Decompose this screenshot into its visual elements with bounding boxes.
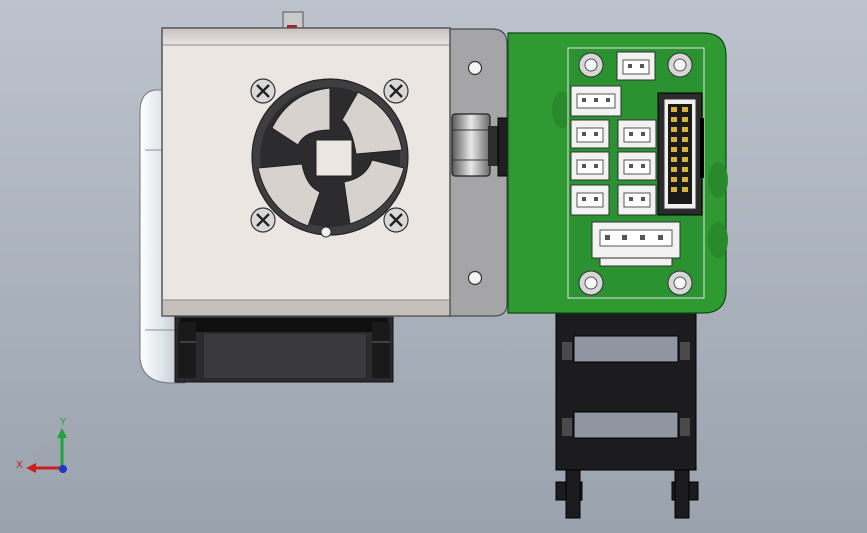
idc-ribbon-header — [657, 92, 704, 216]
fan-screw-bottom-right — [383, 207, 409, 233]
connector-row-3-right — [617, 184, 657, 216]
fan-screw-bottom-left — [250, 207, 276, 233]
connector-top — [616, 51, 656, 81]
x-axis-label: X — [16, 460, 23, 471]
connector-row-1-left — [570, 119, 610, 149]
y-axis-label: Y — [59, 417, 67, 428]
connector-3pin-main — [570, 85, 622, 117]
z-axis-dot — [59, 465, 67, 473]
bracket-hole-top — [467, 60, 483, 76]
connector-row-1-right — [617, 119, 657, 149]
pcb-hole-bottom-left — [578, 270, 604, 296]
fan-screw-top-left — [250, 78, 276, 104]
pcb-hole-bottom-right — [667, 270, 693, 296]
pcb-hole-top-left — [578, 52, 604, 78]
hex-nut-fitting — [451, 113, 515, 177]
connector-row-2-left — [570, 151, 610, 181]
pcb-board — [507, 32, 728, 314]
connector-row-2-right — [617, 151, 657, 181]
axis-triad: Y X — [16, 417, 67, 473]
connector-row-3-left — [570, 184, 610, 216]
cooling-fan — [250, 78, 409, 238]
cable-drag-chain — [555, 300, 699, 519]
lower-fan — [174, 314, 394, 383]
fan-screw-top-right — [383, 78, 409, 104]
pcb-hole-top-right — [667, 52, 693, 78]
connector-4pin-bottom — [591, 221, 681, 267]
bracket-hole-bottom — [467, 270, 483, 286]
idc-pins — [671, 107, 688, 192]
